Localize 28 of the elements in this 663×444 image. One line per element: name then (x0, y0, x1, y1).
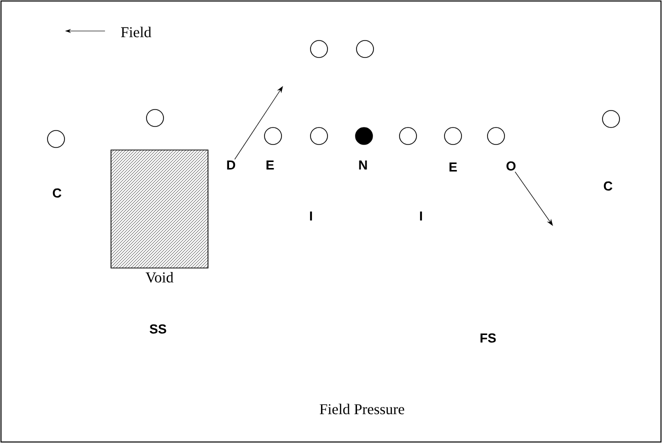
player-letter: D (227, 160, 236, 170)
caption: Field Pressure (320, 404, 404, 414)
player-circle (310, 127, 328, 145)
player-circle (487, 127, 505, 145)
arrow (514, 172, 553, 226)
player-circle (399, 127, 417, 145)
player-circle (146, 109, 164, 127)
player-letter: I (420, 212, 422, 220)
field-label: Field (121, 26, 152, 38)
center-dot (355, 127, 373, 145)
arrow (234, 86, 283, 160)
void-box: Void (110, 150, 208, 283)
player-letter: O (506, 161, 516, 171)
player-circle (602, 110, 620, 128)
player-circle (47, 130, 65, 148)
player-letter: I (310, 212, 312, 220)
node-label: Void (146, 272, 174, 283)
player-letter: E (450, 162, 457, 172)
player-circle (444, 127, 462, 145)
player-letter: C (604, 181, 612, 191)
player-letter: SS (150, 324, 166, 334)
player-circle (310, 40, 328, 58)
player-letter: FS (480, 333, 496, 343)
player-letter: C (52, 188, 62, 198)
player-letter: N (359, 160, 367, 170)
player-letter: E (266, 160, 274, 170)
player-circle (356, 40, 374, 58)
player-circle (264, 127, 282, 145)
